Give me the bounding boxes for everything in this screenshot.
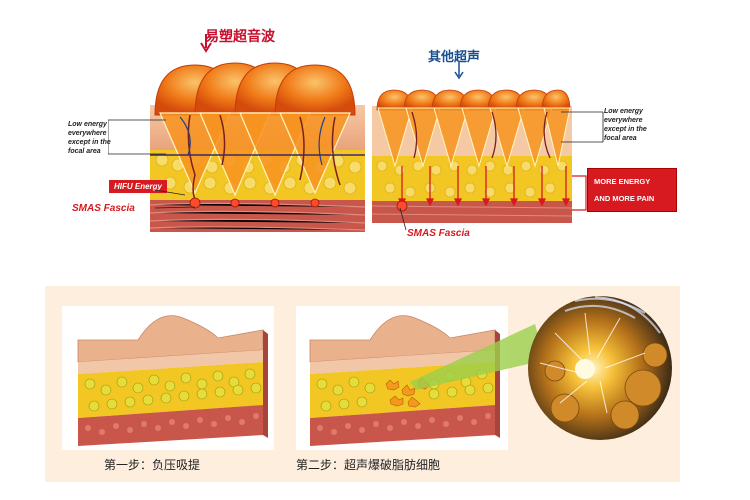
down-arrow-icon (200, 34, 212, 53)
more-energy-label: MORE ENERGY AND MORE PAIN (587, 168, 677, 212)
left-diagram-title: 易塑超音波 (205, 29, 275, 45)
energy-bracket (572, 175, 587, 211)
step1-skin-block (77, 315, 268, 446)
hifu-focused-diagram (150, 62, 365, 232)
left-smas-pointer (155, 189, 196, 209)
left-smas-label: SMAS Fascia (72, 203, 135, 214)
zoom-beam (410, 324, 545, 390)
right-low-energy-note: Low energy everywhere except in the foca… (604, 108, 647, 142)
zoomed-fat-burst-image (528, 296, 672, 440)
right-diagram-title: 其他超声 (428, 50, 481, 65)
other-ultrasound-diagram (372, 89, 572, 223)
right-note-pointer-lines (561, 111, 604, 143)
down-arrow-icon (454, 62, 464, 80)
step2-caption: 第二步：超声爆破脂肪细胞 (296, 458, 441, 472)
step1-caption: 第一步：负压吸提 (104, 458, 201, 472)
right-smas-pointer (399, 207, 407, 231)
hifu-energy-label: HIFU Energy (109, 180, 168, 193)
left-low-energy-note: Low energy everywhere except in the foca… (68, 121, 111, 155)
left-note-pointer-lines (108, 119, 166, 155)
right-smas-label: SMAS Fascia (407, 228, 470, 239)
